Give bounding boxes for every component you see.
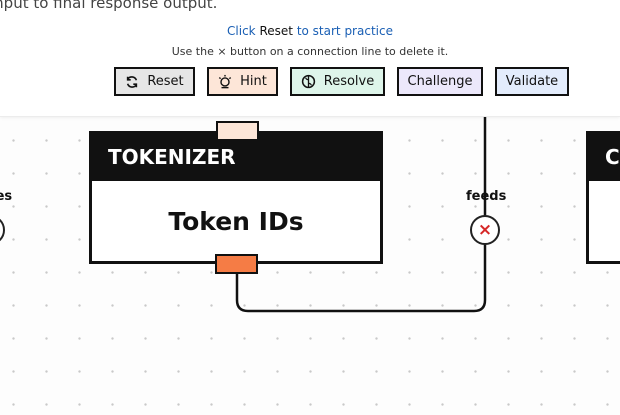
intro-text: input to final response output. [0,0,218,12]
validate-label: Validate [505,74,559,89]
toolbar: Reset Hint [0,67,620,100]
node-title: C [589,134,620,181]
delete-instruction: Use the × button on a connection line to… [171,45,449,58]
input-port[interactable] [216,121,259,141]
refresh-icon [125,75,139,89]
instruction-line: Click Reset to start practice [0,24,620,38]
delete-connection-button[interactable]: × [470,215,500,245]
challenge-label: Challenge [407,74,473,89]
reset-label: Reset [147,74,184,89]
resolve-button[interactable]: Resolve [290,67,385,96]
reset-button[interactable]: Reset [114,67,195,96]
node-output-label: Token IDs [168,206,304,236]
next-node-partial[interactable]: C [586,131,620,264]
challenge-button[interactable]: Challenge [397,67,483,96]
connection-label-left: zes [0,189,13,204]
close-icon: × [477,219,493,240]
hint-button[interactable]: Hint [207,67,278,96]
instruction-header: input to final response output. Click Re… [0,0,620,117]
instruction-reset-keyword: Reset [259,24,293,38]
instruction-click: Click [227,24,256,38]
validate-button[interactable]: Validate [495,67,569,96]
hint-label: Hint [240,74,267,89]
brain-icon [301,74,316,89]
instruction-rest: to start practice [296,24,393,38]
lightbulb-icon [218,74,232,89]
tokenizer-node[interactable]: TOKENIZER Token IDs [89,131,383,264]
connection-label-feeds: feeds [466,189,507,204]
resolve-label: Resolve [323,74,375,89]
output-port[interactable] [215,254,258,274]
node-title: TOKENIZER [92,134,380,181]
